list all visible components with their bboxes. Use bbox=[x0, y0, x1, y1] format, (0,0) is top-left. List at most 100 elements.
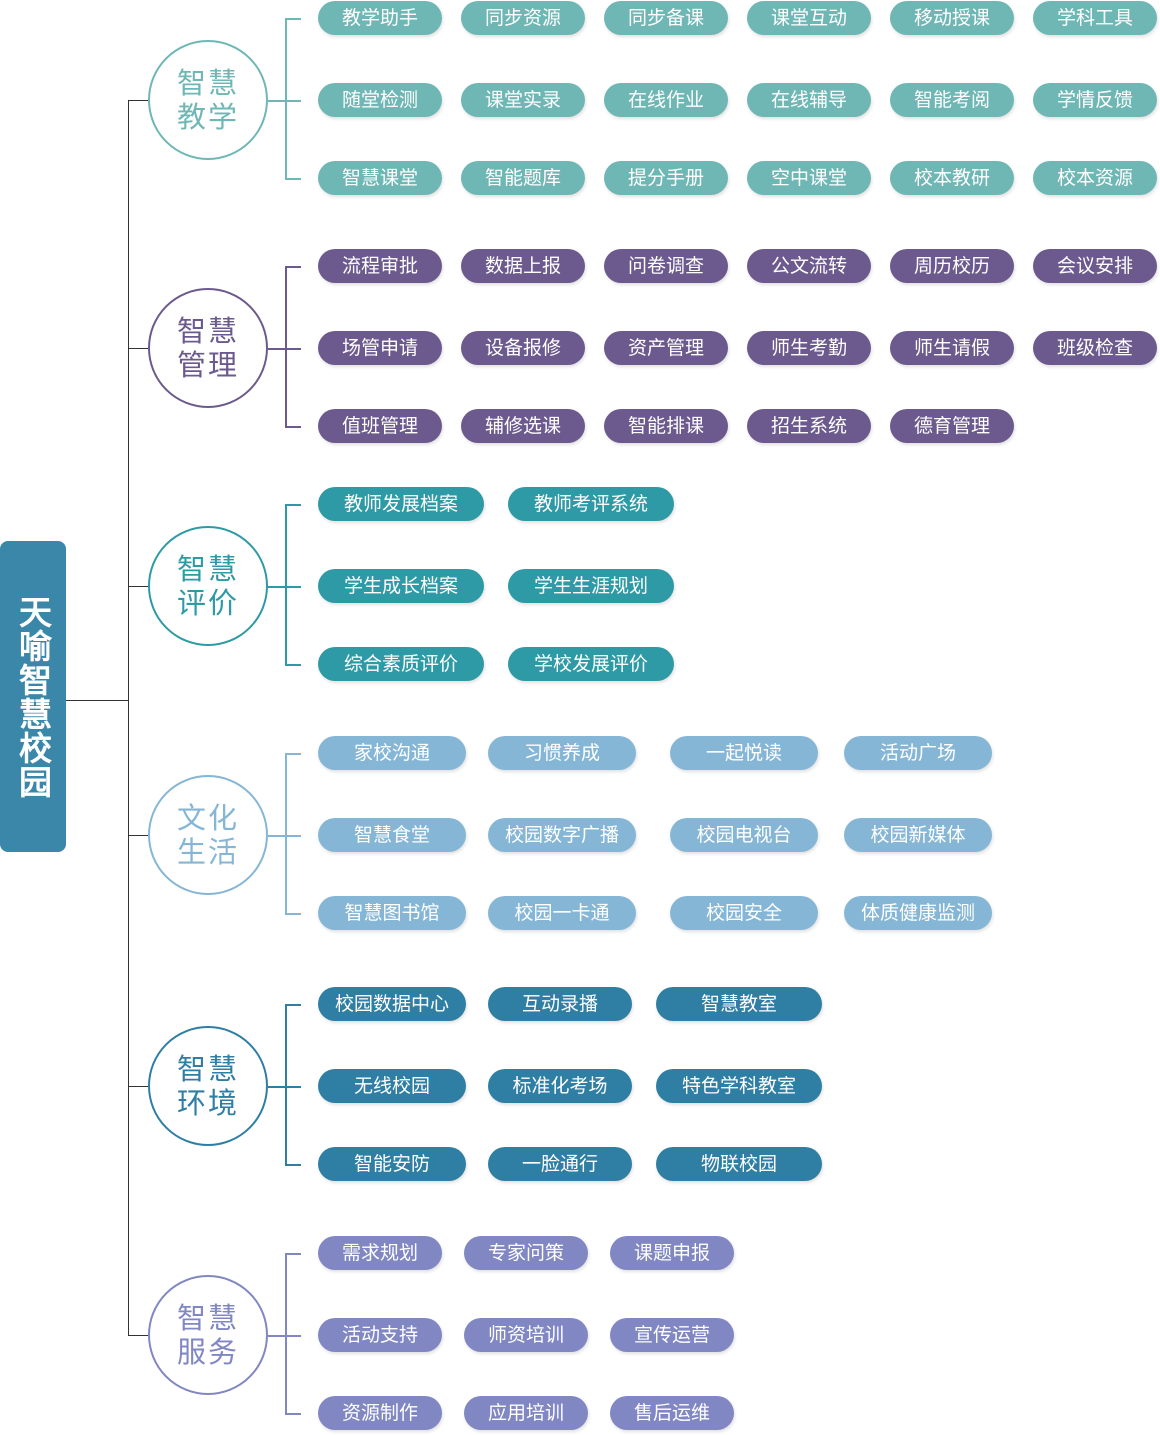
feature-pill[interactable]: 空中课堂 bbox=[747, 161, 871, 195]
feature-pill[interactable]: 设备报修 bbox=[461, 331, 585, 365]
feature-pill[interactable]: 班级检查 bbox=[1033, 331, 1157, 365]
category-node: 智慧评价 bbox=[148, 526, 268, 646]
feature-pill[interactable]: 需求规划 bbox=[318, 1236, 442, 1270]
connector-line bbox=[268, 586, 300, 588]
feature-pill[interactable]: 专家问策 bbox=[464, 1236, 588, 1270]
feature-pill[interactable]: 辅修选课 bbox=[461, 409, 585, 443]
category-label: 智慧服务 bbox=[176, 1301, 239, 1369]
feature-pill[interactable]: 场管申请 bbox=[318, 331, 442, 365]
feature-pill[interactable]: 移动授课 bbox=[890, 1, 1014, 35]
branch-line bbox=[128, 1335, 149, 1336]
feature-pill[interactable]: 无线校园 bbox=[318, 1069, 466, 1103]
feature-pill[interactable]: 智慧课堂 bbox=[318, 161, 442, 195]
feature-pill[interactable]: 会议安排 bbox=[1033, 249, 1157, 283]
bracket-tick bbox=[285, 1413, 301, 1415]
feature-pill[interactable]: 智慧教室 bbox=[656, 987, 822, 1021]
bracket-tick bbox=[285, 1335, 301, 1337]
branch-line bbox=[128, 835, 149, 836]
feature-pill[interactable]: 提分手册 bbox=[604, 161, 728, 195]
feature-pill[interactable]: 校园数据中心 bbox=[318, 987, 466, 1021]
feature-pill[interactable]: 问卷调查 bbox=[604, 249, 728, 283]
feature-pill[interactable]: 周历校历 bbox=[890, 249, 1014, 283]
feature-pill[interactable]: 学生生涯规划 bbox=[508, 569, 674, 603]
feature-pill[interactable]: 综合素质评价 bbox=[318, 647, 484, 681]
feature-pill[interactable]: 智慧图书馆 bbox=[318, 896, 466, 930]
bracket-line bbox=[285, 1253, 287, 1415]
category-node: 文化生活 bbox=[148, 775, 268, 895]
feature-pill[interactable]: 师资培训 bbox=[464, 1318, 588, 1352]
feature-pill[interactable]: 应用培训 bbox=[464, 1396, 588, 1430]
feature-pill[interactable]: 体质健康监测 bbox=[844, 896, 992, 930]
connector-line bbox=[268, 1086, 300, 1088]
category-label: 文化生活 bbox=[176, 801, 239, 869]
feature-pill[interactable]: 一起悦读 bbox=[670, 736, 818, 770]
feature-pill[interactable]: 课堂互动 bbox=[747, 1, 871, 35]
bracket-tick bbox=[285, 348, 301, 350]
category-node: 智慧教学 bbox=[148, 40, 268, 160]
feature-pill[interactable]: 特色学科教室 bbox=[656, 1069, 822, 1103]
feature-pill[interactable]: 学科工具 bbox=[1033, 1, 1157, 35]
feature-pill[interactable]: 同步备课 bbox=[604, 1, 728, 35]
root-title: 天喻智慧校园 bbox=[13, 594, 53, 799]
feature-pill[interactable]: 标准化考场 bbox=[488, 1069, 632, 1103]
bracket-tick bbox=[285, 1004, 301, 1006]
category-label: 智慧环境 bbox=[176, 1052, 239, 1120]
bracket-tick bbox=[285, 18, 301, 20]
feature-pill[interactable]: 公文流转 bbox=[747, 249, 871, 283]
feature-pill[interactable]: 校本资源 bbox=[1033, 161, 1157, 195]
feature-pill[interactable]: 随堂检测 bbox=[318, 83, 442, 117]
feature-pill[interactable]: 数据上报 bbox=[461, 249, 585, 283]
feature-pill[interactable]: 售后运维 bbox=[610, 1396, 734, 1430]
category-node: 智慧管理 bbox=[148, 288, 268, 408]
feature-pill[interactable]: 同步资源 bbox=[461, 1, 585, 35]
feature-pill[interactable]: 互动录播 bbox=[488, 987, 632, 1021]
feature-pill[interactable]: 课题申报 bbox=[610, 1236, 734, 1270]
bracket-tick bbox=[285, 178, 301, 180]
feature-pill[interactable]: 智能排课 bbox=[604, 409, 728, 443]
bracket-line bbox=[285, 753, 287, 915]
category-node: 智慧服务 bbox=[148, 1275, 268, 1395]
feature-pill[interactable]: 智慧食堂 bbox=[318, 818, 466, 852]
connector-line bbox=[268, 835, 300, 837]
feature-pill[interactable]: 智能考阅 bbox=[890, 83, 1014, 117]
bracket-line bbox=[285, 266, 287, 428]
feature-pill[interactable]: 流程审批 bbox=[318, 249, 442, 283]
feature-pill[interactable]: 校园数字广播 bbox=[488, 818, 636, 852]
feature-pill[interactable]: 师生考勤 bbox=[747, 331, 871, 365]
branch-line bbox=[128, 1086, 149, 1087]
feature-pill[interactable]: 学校发展评价 bbox=[508, 647, 674, 681]
connector-line bbox=[268, 100, 300, 102]
feature-pill[interactable]: 学情反馈 bbox=[1033, 83, 1157, 117]
feature-pill[interactable]: 活动广场 bbox=[844, 736, 992, 770]
feature-pill[interactable]: 智能题库 bbox=[461, 161, 585, 195]
feature-pill[interactable]: 值班管理 bbox=[318, 409, 442, 443]
feature-pill[interactable]: 教师发展档案 bbox=[318, 487, 484, 521]
feature-pill[interactable]: 校园安全 bbox=[670, 896, 818, 930]
feature-pill[interactable]: 学生成长档案 bbox=[318, 569, 484, 603]
feature-pill[interactable]: 教师考评系统 bbox=[508, 487, 674, 521]
feature-pill[interactable]: 在线作业 bbox=[604, 83, 728, 117]
feature-pill[interactable]: 校本教研 bbox=[890, 161, 1014, 195]
feature-pill[interactable]: 师生请假 bbox=[890, 331, 1014, 365]
feature-pill[interactable]: 校园电视台 bbox=[670, 818, 818, 852]
feature-pill[interactable]: 宣传运营 bbox=[610, 1318, 734, 1352]
feature-pill[interactable]: 招生系统 bbox=[747, 409, 871, 443]
feature-pill[interactable]: 活动支持 bbox=[318, 1318, 442, 1352]
bracket-tick bbox=[285, 100, 301, 102]
category-label: 智慧评价 bbox=[176, 552, 239, 620]
feature-pill[interactable]: 德育管理 bbox=[890, 409, 1014, 443]
feature-pill[interactable]: 资源制作 bbox=[318, 1396, 442, 1430]
feature-pill[interactable]: 教学助手 bbox=[318, 1, 442, 35]
feature-pill[interactable]: 习惯养成 bbox=[488, 736, 636, 770]
feature-pill[interactable]: 家校沟通 bbox=[318, 736, 466, 770]
feature-pill[interactable]: 智能安防 bbox=[318, 1147, 466, 1181]
feature-pill[interactable]: 校园一卡通 bbox=[488, 896, 636, 930]
feature-pill[interactable]: 一脸通行 bbox=[488, 1147, 632, 1181]
feature-pill[interactable]: 课堂实录 bbox=[461, 83, 585, 117]
branch-line bbox=[128, 586, 149, 587]
feature-pill[interactable]: 校园新媒体 bbox=[844, 818, 992, 852]
category-label: 智慧教学 bbox=[176, 66, 239, 134]
feature-pill[interactable]: 资产管理 bbox=[604, 331, 728, 365]
feature-pill[interactable]: 在线辅导 bbox=[747, 83, 871, 117]
feature-pill[interactable]: 物联校园 bbox=[656, 1147, 822, 1181]
